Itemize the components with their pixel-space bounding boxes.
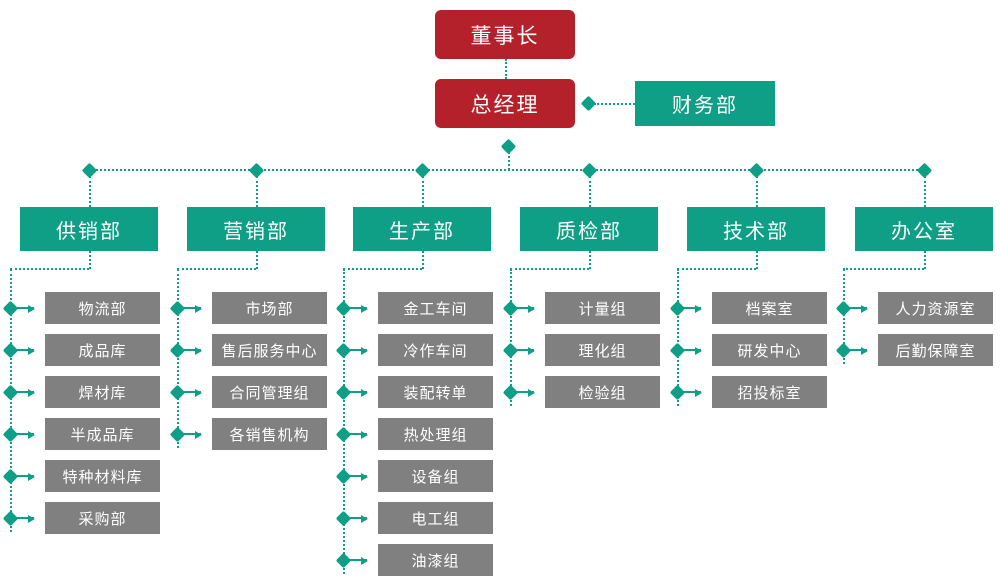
connector-arrow-office-0 <box>849 305 868 313</box>
connector-arrow-production-2 <box>349 389 368 397</box>
sub-box-office-1[interactable]: 后勤保障室 <box>878 334 993 366</box>
connector-chairman-to-gm <box>505 59 507 79</box>
connector-bus-to-office <box>924 176 926 207</box>
exec-box-chairman[interactable]: 董事长 <box>435 10 575 59</box>
sub-box-supply-sales-3[interactable]: 半成品库 <box>45 418 160 450</box>
sub-box-office-0[interactable]: 人力资源室 <box>878 292 993 324</box>
connector-arrow-supply-sales-5 <box>16 515 35 523</box>
connector-arrow-technology-2 <box>683 389 702 397</box>
connector-arrow-marketing-1 <box>183 347 202 355</box>
connector-arrow-supply-sales-2 <box>16 389 35 397</box>
sub-box-supply-sales-5[interactable]: 采购部 <box>45 502 160 534</box>
sub-box-marketing-1[interactable]: 售后服务中心 <box>212 334 327 366</box>
connector-rail-production <box>343 269 345 574</box>
sub-box-production-6[interactable]: 油漆组 <box>378 544 493 576</box>
connector-technology-elbow <box>677 268 756 270</box>
connector-arrow-marketing-2 <box>183 389 202 397</box>
connector-marketing-elbow <box>177 268 256 270</box>
connector-department-bus <box>88 169 922 171</box>
connector-gm-to-finance <box>594 102 635 105</box>
connector-arrow-production-1 <box>349 347 368 355</box>
connector-bus-to-production <box>422 176 424 207</box>
sub-box-supply-sales-4[interactable]: 特种材料库 <box>45 460 160 492</box>
connector-rail-quality-inspection <box>510 269 512 406</box>
sub-box-production-0[interactable]: 金工车间 <box>378 292 493 324</box>
connector-arrow-marketing-0 <box>183 305 202 313</box>
connector-arrow-office-1 <box>849 347 868 355</box>
connector-quality-inspection-drop <box>589 251 591 269</box>
connector-arrow-supply-sales-1 <box>16 347 35 355</box>
sub-box-production-5[interactable]: 电工组 <box>378 502 493 534</box>
sub-box-production-3[interactable]: 热处理组 <box>378 418 493 450</box>
connector-arrow-quality-inspection-1 <box>516 347 535 355</box>
dept-box-office[interactable]: 办公室 <box>855 207 993 251</box>
connector-arrow-production-4 <box>349 473 368 481</box>
connector-rail-technology <box>677 269 679 406</box>
staff-box-finance[interactable]: 财务部 <box>635 81 775 126</box>
dept-box-production[interactable]: 生产部 <box>353 207 491 251</box>
connector-arrow-production-6 <box>349 557 368 565</box>
sub-box-supply-sales-0[interactable]: 物流部 <box>45 292 160 324</box>
connector-bus-to-supply-sales <box>89 176 91 207</box>
connector-arrow-supply-sales-0 <box>16 305 35 313</box>
dept-box-quality-inspection[interactable]: 质检部 <box>520 207 658 251</box>
connector-office-drop <box>924 251 926 269</box>
connector-arrow-technology-1 <box>683 347 702 355</box>
sub-box-supply-sales-2[interactable]: 焊材库 <box>45 376 160 408</box>
connector-gm-to-bus <box>508 152 510 170</box>
sub-box-quality-inspection-2[interactable]: 检验组 <box>545 376 660 408</box>
connector-arrow-marketing-3 <box>183 431 202 439</box>
sub-box-technology-0[interactable]: 档案室 <box>712 292 827 324</box>
sub-box-production-4[interactable]: 设备组 <box>378 460 493 492</box>
connector-bus-to-quality-inspection <box>589 176 591 207</box>
sub-box-marketing-2[interactable]: 合同管理组 <box>212 376 327 408</box>
sub-box-production-1[interactable]: 冷作车间 <box>378 334 493 366</box>
connector-office-elbow <box>843 268 924 270</box>
sub-box-quality-inspection-0[interactable]: 计量组 <box>545 292 660 324</box>
dept-box-supply-sales[interactable]: 供销部 <box>20 207 158 251</box>
connector-rail-office <box>843 269 845 364</box>
connector-supply-sales-elbow <box>10 268 89 270</box>
connector-arrow-quality-inspection-2 <box>516 389 535 397</box>
connector-arrow-quality-inspection-0 <box>516 305 535 313</box>
connector-quality-inspection-elbow <box>510 268 589 270</box>
sub-box-production-2[interactable]: 装配转单 <box>378 376 493 408</box>
sub-box-technology-2[interactable]: 招投标室 <box>712 376 827 408</box>
dept-box-technology[interactable]: 技术部 <box>687 207 825 251</box>
connector-arrow-production-0 <box>349 305 368 313</box>
connector-arrow-supply-sales-3 <box>16 431 35 439</box>
connector-supply-sales-drop <box>89 251 91 269</box>
connector-bus-to-technology <box>756 176 758 207</box>
connector-production-drop <box>422 251 424 269</box>
sub-box-quality-inspection-1[interactable]: 理化组 <box>545 334 660 366</box>
connector-arrow-supply-sales-4 <box>16 473 35 481</box>
connector-bus-to-marketing <box>256 176 258 207</box>
connector-arrow-production-3 <box>349 431 368 439</box>
connector-arrow-production-5 <box>349 515 368 523</box>
connector-rail-supply-sales <box>10 269 12 532</box>
sub-box-technology-1[interactable]: 研发中心 <box>712 334 827 366</box>
connector-arrow-technology-0 <box>683 305 702 313</box>
exec-box-general-manager[interactable]: 总经理 <box>435 79 575 128</box>
connector-rail-marketing <box>177 269 179 448</box>
sub-box-supply-sales-1[interactable]: 成品库 <box>45 334 160 366</box>
connector-marketing-drop <box>256 251 258 269</box>
dept-box-marketing[interactable]: 营销部 <box>187 207 325 251</box>
sub-box-marketing-3[interactable]: 各销售机构 <box>212 418 327 450</box>
connector-production-elbow <box>343 268 422 270</box>
connector-technology-drop <box>756 251 758 269</box>
sub-box-marketing-0[interactable]: 市场部 <box>212 292 327 324</box>
